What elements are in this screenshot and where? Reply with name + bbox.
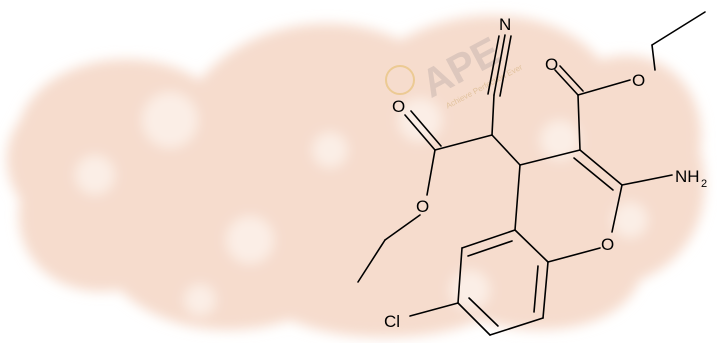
c2-nh2-bond [621, 174, 673, 186]
carbonyl-oxygen-right-label: O [545, 55, 558, 74]
amino-subscript: 2 [701, 178, 707, 190]
c4-to-c4a-bond [514, 164, 521, 231]
c2-o1-bond [611, 184, 623, 233]
c3-c2-bond [579, 149, 623, 186]
nitrile-bond-3 [487, 35, 500, 95]
left-carbonyl-double [410, 110, 442, 147]
c3-c2-double [573, 157, 614, 191]
o1-c8a-bond [547, 247, 601, 263]
amino-label: NH [675, 167, 700, 186]
carbonyl-oxygen-left-label: O [392, 97, 405, 116]
c5-c4a-bond [461, 229, 516, 249]
left-ethyl-bond [357, 239, 386, 283]
chlorine-label: Cl [384, 312, 400, 331]
c8a-c8-double [533, 265, 539, 313]
atom-labels: N O O O O O Cl NH 2 [384, 15, 707, 331]
right-ester-c-o-bond [577, 79, 631, 96]
nitrogen-label: N [499, 15, 511, 34]
left-carbonyl-bond [404, 114, 436, 151]
c5-c4a-double [467, 240, 513, 257]
watermark-sun-icon [385, 65, 415, 95]
ch-to-c4-bond [491, 134, 521, 166]
nitrile-bond-2 [499, 35, 512, 97]
ester-oxygen-right-label: O [632, 71, 645, 90]
right-carbonyl-bond [554, 69, 579, 96]
c8-c7-bond [489, 317, 544, 336]
c4-to-c3-bond [519, 149, 581, 166]
c7-c6-double [468, 297, 499, 327]
c7-c6-bond [457, 302, 491, 336]
background-blob-texture [6, 15, 705, 338]
c4a-c8a-bond [514, 229, 549, 263]
c8a-c8-bond [542, 261, 549, 319]
left-ester-o-ch2-bond [384, 214, 421, 241]
ester-oxygen-left-label: O [416, 197, 429, 216]
c3-to-carbonyl-bond [577, 94, 581, 151]
c6-c5-bond [457, 247, 463, 304]
left-ester-c-o-bond [426, 149, 436, 196]
right-ethyl-bond [651, 11, 706, 46]
ch-to-left-carbonyl-bond [434, 134, 493, 151]
c6-cl-bond [409, 302, 459, 317]
right-ester-o-ch2-bond [651, 44, 656, 71]
nitrile-to-ch-bond [491, 94, 495, 136]
nitrile-bond-1 [493, 34, 506, 96]
right-carbonyl-double [559, 65, 584, 92]
bond-lines [357, 11, 706, 336]
ring-oxygen-label: O [601, 235, 614, 254]
